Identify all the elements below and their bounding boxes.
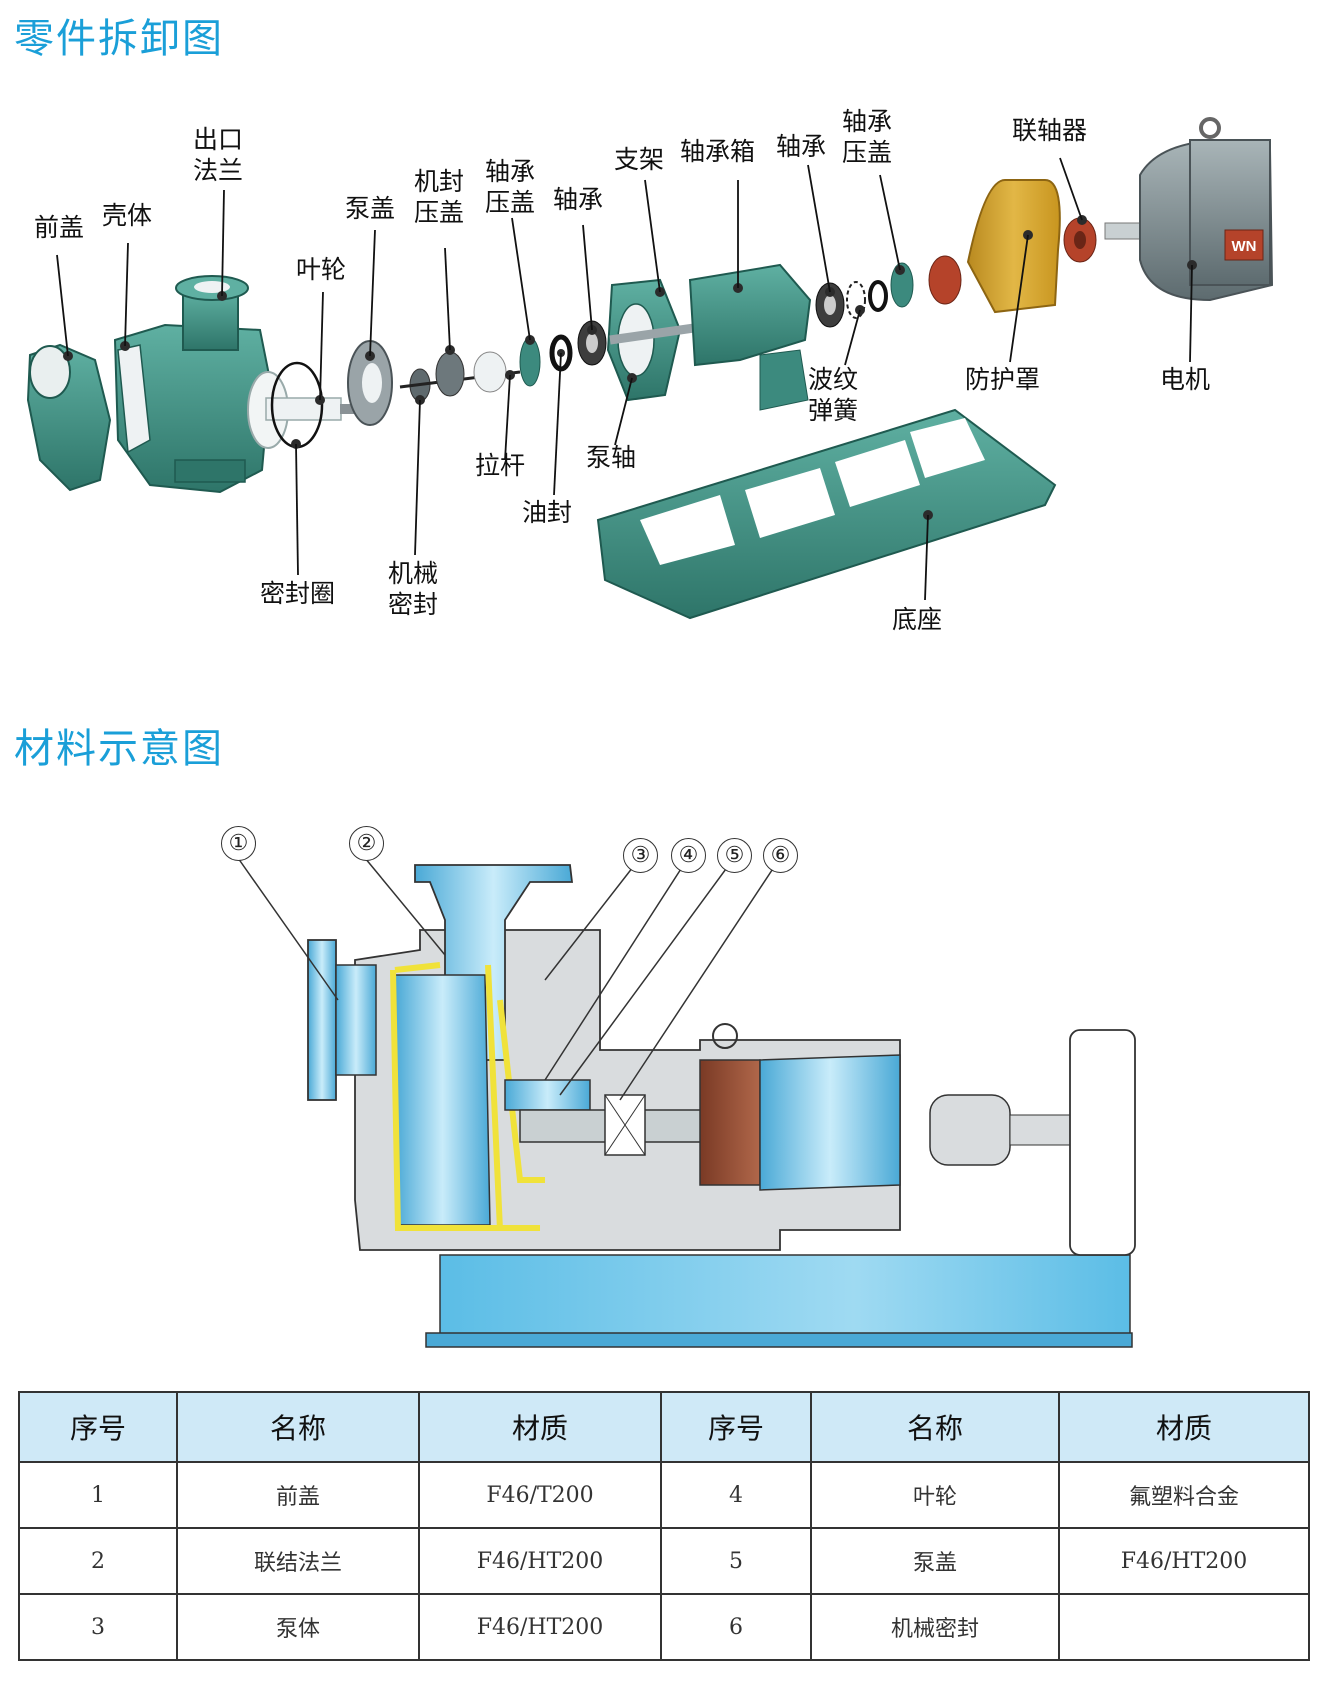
header-name-1: 名称 [176,1391,420,1463]
label-bearing-gland-1: 轴承 压盖 [485,157,536,217]
label-bearing-box: 轴承箱 [680,137,756,166]
section-title-parts: 零件拆卸图 [14,16,224,62]
bearing-housing [699,1059,761,1186]
table-row: 1 前盖 F46/T200 4 叶轮 氟塑料合金 [18,1461,1310,1529]
callout-4: ④ [671,838,706,873]
header-no-2: 序号 [660,1391,812,1463]
callout-3: ③ [623,838,658,873]
callout-2: ② [349,826,384,861]
table-cell: 前盖 [176,1461,420,1529]
label-coupling: 联轴器 [1012,116,1088,145]
table-cell: 3 [18,1593,178,1661]
label-tie-rod: 拉杆 [475,451,526,480]
label-front-cover: 前盖 [34,213,85,242]
label-pump-cover: 泵盖 [345,194,396,223]
label-bracket: 支架 [614,145,665,174]
table-cell: 5 [660,1527,812,1595]
table-cell: 泵盖 [810,1527,1060,1595]
table-cell [1058,1593,1310,1661]
header-material-2: 材质 [1058,1391,1310,1463]
label-bearing-gland-2: 轴承 压盖 [842,107,893,167]
label-wave-spring: 波纹 弹簧 [808,365,859,425]
table-cell: 1 [18,1461,178,1529]
label-oil-seal: 油封 [522,498,573,527]
bearing-box-part [688,263,812,411]
mechanical-seal-part [399,335,541,405]
table-cell: 2 [18,1527,178,1595]
table-cell: F46/HT200 [418,1527,662,1595]
label-motor: 电机 [1160,365,1211,394]
label-pump-shaft: 泵轴 [586,443,637,472]
label-outlet-flange: 出口 法兰 [193,125,244,185]
bearing-box [759,1054,901,1191]
callout-1: ① [221,826,256,861]
base-plate [439,1254,1131,1346]
header-name-2: 名称 [810,1391,1060,1463]
table-cell: 泵体 [176,1593,420,1661]
leader-lines [56,157,1193,601]
callout-6: ⑥ [763,838,798,873]
coupling [929,1094,1011,1166]
section-title-materials: 材料示意图 [14,726,224,772]
label-base: 底座 [892,605,943,634]
label-impeller: 叶轮 [296,255,347,284]
front-cover-part [26,343,112,492]
motor-outline [1069,1029,1136,1256]
impeller [504,1079,591,1111]
table-cell: 氟塑料合金 [1058,1461,1310,1529]
label-shell: 壳体 [102,201,153,230]
header-material-1: 材质 [418,1391,662,1463]
cross-section-illustration [237,857,1136,1348]
coupling-part [1063,215,1097,263]
table-cell: 6 [660,1593,812,1661]
table-cell: F46/HT200 [1058,1527,1310,1595]
pump-chamber [394,974,491,1226]
table-cell: 叶轮 [810,1461,1060,1529]
guard-part [928,179,1061,314]
table-row: 3 泵体 F46/HT200 6 机械密封 [18,1593,1310,1661]
table-cell: 联结法兰 [176,1527,420,1595]
base-part [596,408,1057,620]
label-bearing-1: 轴承 [553,185,604,214]
shell-part [113,275,272,494]
exploded-parts-illustration: WN [26,117,1274,620]
label-seal-gland: 机封 压盖 [414,167,465,227]
callout-leaders [237,857,781,1101]
motor-brand-text: WN [1232,238,1257,255]
bearing-set-2 [815,262,914,328]
header-no-1: 序号 [18,1391,178,1463]
label-bearing-2: 轴承 [776,132,827,161]
materials-table: 序号 名称 材质 序号 名称 材质 1 前盖 F46/T200 4 叶轮 氟塑料… [18,1391,1310,1661]
callout-5: ⑤ [717,838,752,873]
table-header-row: 序号 名称 材质 序号 名称 材质 [18,1391,1310,1463]
table-cell: 机械密封 [810,1593,1060,1661]
liner [390,962,545,1231]
label-seal-ring: 密封圈 [260,579,336,608]
label-guard: 防护罩 [965,365,1041,394]
table-cell: 4 [660,1461,812,1529]
motor-part: WN [1104,117,1274,302]
table-cell: F46/T200 [418,1461,662,1529]
table-cell: F46/HT200 [418,1593,662,1661]
table-row: 2 联结法兰 F46/HT200 5 泵盖 F46/HT200 [18,1527,1310,1595]
label-mech-seal: 机械 密封 [388,559,439,619]
bearing-set-1 [549,320,607,372]
